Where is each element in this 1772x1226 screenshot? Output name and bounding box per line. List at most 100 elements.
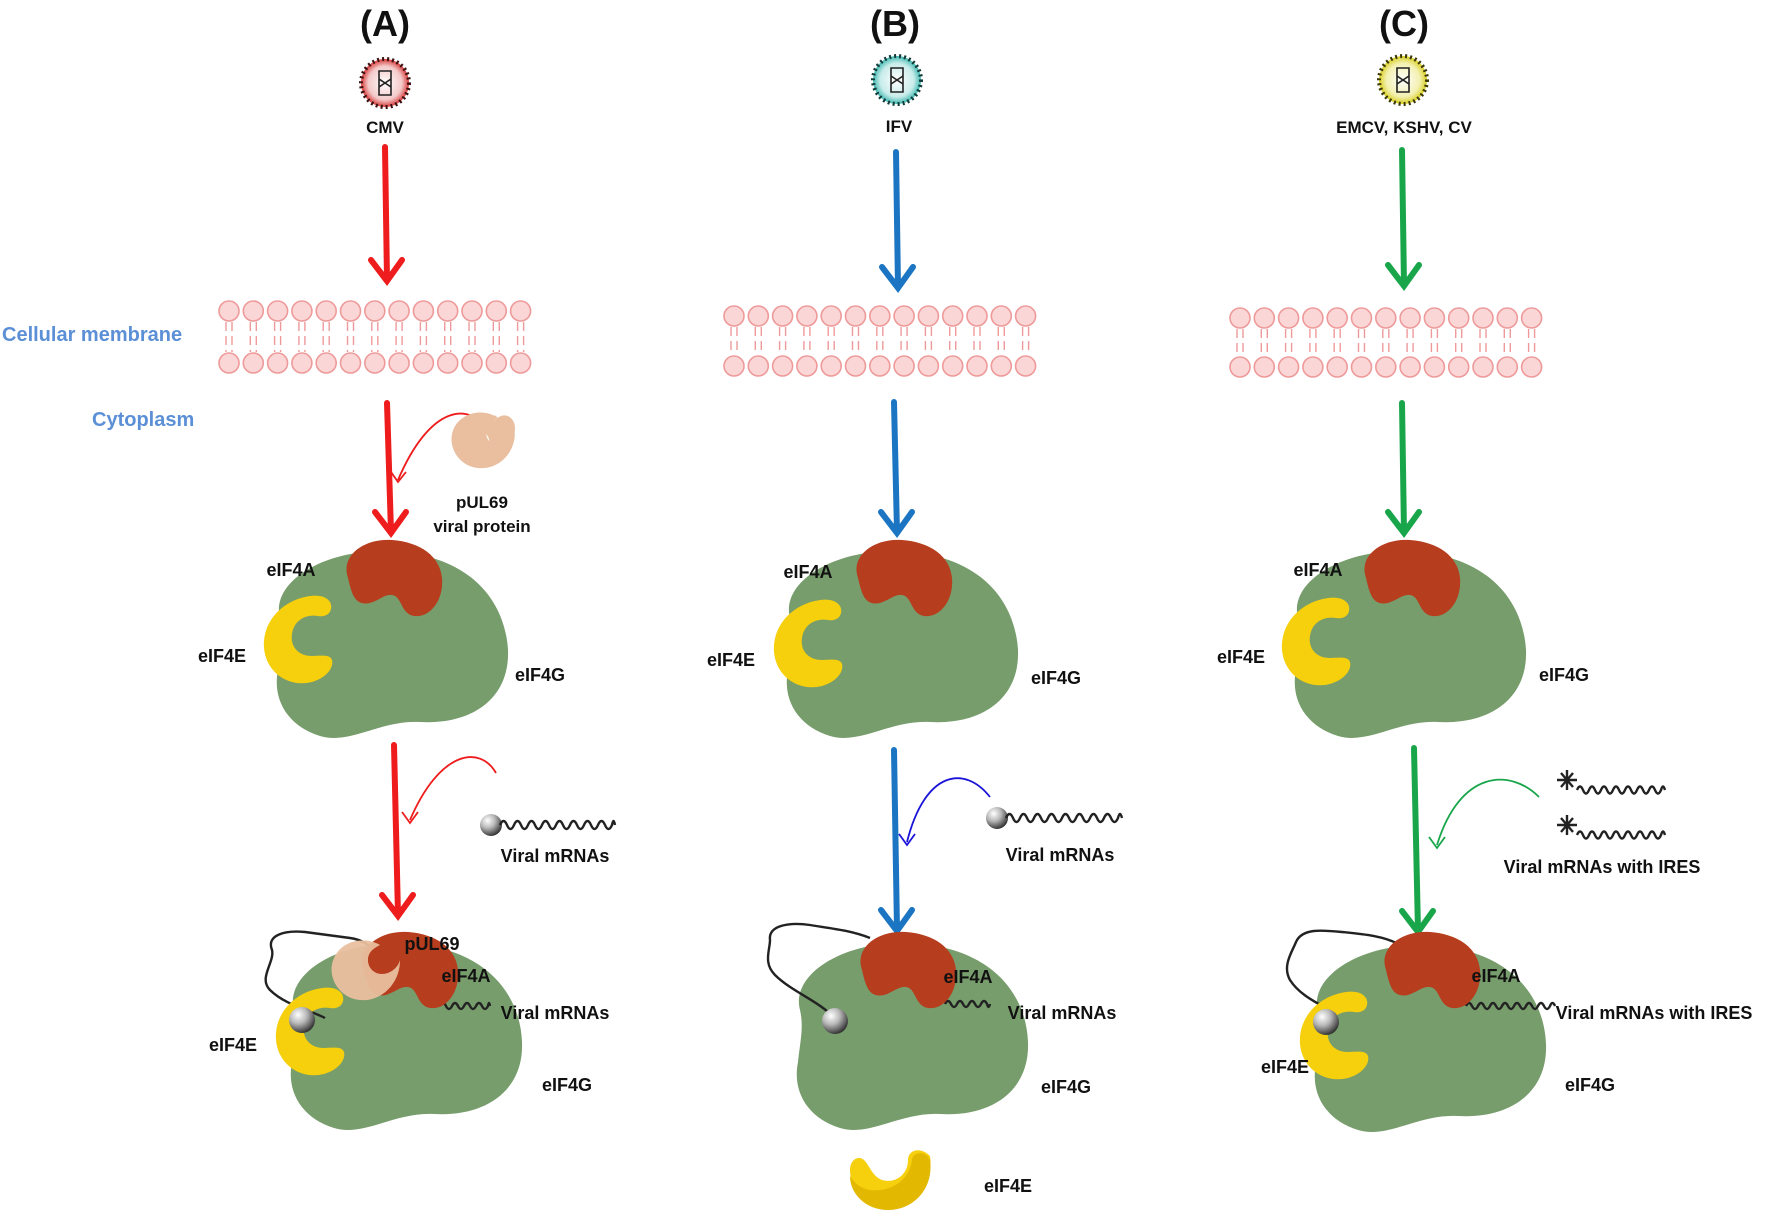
panel-c: (C) EMCV, KSHV, CV eIF4A eIF4E eIF4G Vir… [1217, 3, 1752, 1132]
cytoplasm-label: Cytoplasm [92, 409, 194, 431]
panel-a-eif4a-label: eIF4A [266, 560, 315, 580]
lipid-head [917, 355, 940, 377]
panel-c-bound-mrna-loop [1285, 929, 1401, 1016]
panel-b-bound-complex: eIF4A Viral mRNAs eIF4G [766, 922, 1117, 1130]
lipid-head [966, 305, 988, 327]
lipid-head [461, 300, 483, 322]
lipid-head [1472, 356, 1494, 378]
panel-b-arrow-complex-to-bound [878, 747, 915, 937]
panel-c-bound-mrna-label: Viral mRNAs with IRES [1556, 1003, 1753, 1023]
panel-c-virus-label: EMCV, KSHV, CV [1336, 118, 1472, 137]
panel-b-released-eif4e-shadow [850, 1153, 931, 1210]
panel-b-bound-mrna-label: Viral mRNAs [1008, 1003, 1117, 1023]
lipid-head [820, 305, 843, 327]
panel-a-heading: (A) [360, 3, 410, 44]
panel-a-pul69-label: pUL69 [456, 493, 508, 512]
panel-b-heading: (B) [870, 3, 920, 44]
lipid-head [363, 352, 386, 374]
panel-a-bound-eif4g-label: eIF4G [542, 1075, 592, 1095]
lipid-head [844, 305, 867, 327]
panel-a-mrna-label: Viral mRNAs [501, 846, 610, 866]
panel-a-viral-protein-label: viral protein [433, 517, 530, 536]
panel-b: (B) IFV eIF4A eIF4E eIF4G Viral mRNAs [707, 3, 1124, 1210]
lipid-head [844, 355, 867, 377]
panel-b-viral-mrna-strand [1004, 812, 1124, 824]
lipid-head [1277, 307, 1300, 329]
panel-b-bound-mrna-tail [943, 999, 992, 1009]
lipid-head [242, 352, 265, 374]
panel-b-bound-eif4a-label: eIF4A [943, 967, 992, 987]
lipid-head [1375, 356, 1397, 378]
panel-b-arrow-membrane-to-complex [878, 399, 915, 539]
lipid-head [1447, 307, 1470, 329]
lipid-head [990, 305, 1013, 327]
lipid-head [1302, 307, 1324, 329]
lipid-head [1326, 307, 1348, 329]
panel-a-bound-eif4e-protein [275, 987, 345, 1076]
lipid-head [509, 352, 532, 374]
panel-a-bound-eif4a-label: eIF4A [441, 966, 490, 986]
lipid-head [218, 300, 240, 322]
panel-c-heading: (C) [1379, 3, 1429, 44]
panel-a-bound-pul69-label: pUL69 [404, 934, 459, 954]
lipid-head [1520, 356, 1543, 378]
lipid-head [436, 300, 459, 322]
lipid-head [315, 352, 338, 374]
panel-c-arrow-complex-to-bound [1399, 745, 1436, 938]
panel-b-eif4e-protein [773, 599, 843, 688]
panel-b-bound-eif4a-protein [860, 931, 957, 1009]
lipid-head [266, 300, 289, 322]
panel-c-bound-complex: eIF4A Viral mRNAs with IRES eIF4E eIF4G [1261, 929, 1753, 1132]
panel-c-bound-eif4a-label: eIF4A [1471, 966, 1520, 986]
panel-b-arrow-virus-to-membrane [879, 149, 916, 294]
lipid-head [1014, 355, 1037, 377]
panel-b-membrane [723, 305, 1037, 377]
panel-b-bound-mrna-loop [766, 922, 871, 1013]
lipid-head [1253, 356, 1276, 378]
panel-c-bound-mrna-tail [1464, 1001, 1557, 1011]
panel-c-eif4a-protein [1364, 539, 1461, 617]
panel-b-eif4g-ribosome [786, 551, 1019, 738]
panel-b-eif4g-label: eIF4G [1031, 668, 1081, 688]
lipid-head [747, 355, 770, 377]
panel-b-virus-label: IFV [886, 117, 913, 136]
panel-a-bound-mrna-tail [438, 1001, 492, 1011]
panel-c-initiation-complex: eIF4A eIF4E eIF4G [1217, 539, 1589, 738]
lipid-head [1496, 356, 1519, 378]
panel-a-eif4e-label: eIF4E [198, 646, 246, 666]
lipid-head [388, 300, 410, 322]
lipid-head [485, 300, 508, 322]
panel-a-viral-mrna-strand [498, 819, 617, 831]
lipid-head [941, 355, 964, 377]
lipid-head [771, 355, 794, 377]
panel-a-membrane [218, 300, 532, 374]
lipid-head [747, 305, 770, 327]
lipid-head [1520, 307, 1543, 329]
panel-b-bound-cap-ball-icon [822, 1008, 848, 1034]
panel-c-eif4g-label: eIF4G [1539, 665, 1589, 685]
panel-c-ires-structure-icon [1557, 770, 1577, 790]
lipid-head [1447, 356, 1470, 378]
lipid-head [1350, 356, 1373, 378]
panel-b-eif4a-label: eIF4A [783, 562, 832, 582]
panel-b-mrna-recruitment-arrow [898, 777, 991, 847]
lipid-head [412, 300, 435, 322]
lipid-head [1229, 356, 1251, 378]
lipid-head [990, 355, 1013, 377]
panel-c-ires-structure-icon-2 [1557, 815, 1577, 835]
panel-a-bound-cap-ball-icon [289, 1007, 315, 1033]
panel-b-eif4a-protein [856, 539, 953, 617]
panel-a-initiation-complex: eIF4A eIF4E eIF4G [198, 539, 565, 738]
panel-c-bound-cap-ball-icon [1313, 1009, 1339, 1035]
lipid-head [966, 355, 988, 377]
panel-c-arrow-virus-to-membrane [1385, 147, 1422, 292]
lipid-head [485, 352, 508, 374]
lipid-head [771, 305, 794, 327]
lipid-head [291, 352, 313, 374]
panel-b-cap-ball-icon [986, 807, 1008, 829]
lipid-head [1253, 307, 1276, 329]
lipid-head [291, 300, 313, 322]
lipid-head [339, 352, 362, 374]
lipid-head [820, 355, 843, 377]
ifv-virus-icon [871, 54, 923, 106]
